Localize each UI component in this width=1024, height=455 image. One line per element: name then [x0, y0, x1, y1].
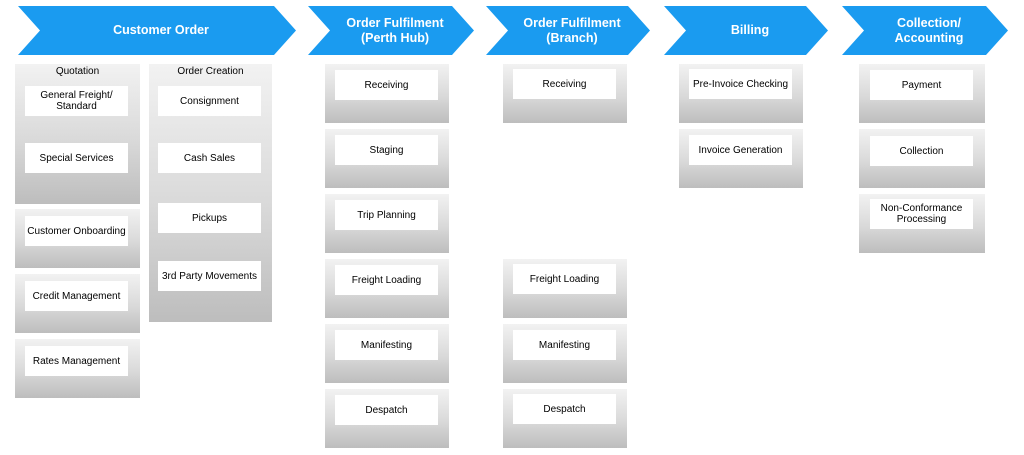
billing-panel: Pre-Invoice Checking: [679, 64, 803, 123]
stage-branch: Order Fulfilment (Branch): [486, 6, 650, 55]
perth-hub-panel: Receiving: [325, 64, 449, 123]
process-box: Freight Loading: [513, 264, 616, 294]
process-box: Freight Loading: [335, 265, 438, 295]
branch-panel: Freight Loading: [503, 259, 627, 318]
collection-panel: Non-Conformance Processing: [859, 194, 985, 253]
stage-customer-order-label: Customer Order: [113, 23, 209, 38]
process-box: Special Services: [25, 143, 128, 173]
billing-panel: Invoice Generation: [679, 129, 803, 188]
collection-panel: Collection: [859, 129, 985, 188]
perth-hub-panel: Freight Loading: [325, 259, 449, 318]
process-box: Consignment: [158, 86, 261, 116]
order-creation-panel: Order Creation Consignment Cash Sales Pi…: [149, 64, 272, 322]
process-box: Invoice Generation: [689, 135, 792, 165]
customer-onboarding-panel: Customer Onboarding: [15, 209, 140, 268]
process-box: Cash Sales: [158, 143, 261, 173]
stage-collection: Collection/ Accounting: [842, 6, 1008, 55]
perth-hub-panel: Trip Planning: [325, 194, 449, 253]
process-box: Payment: [870, 70, 973, 100]
process-box: General Freight/ Standard: [25, 86, 128, 116]
credit-management-panel: Credit Management: [15, 274, 140, 333]
stage-customer-order: Customer Order: [18, 6, 296, 55]
perth-hub-panel: Staging: [325, 129, 449, 188]
branch-panel: Despatch: [503, 389, 627, 448]
branch-panel: Receiving: [503, 64, 627, 123]
process-box: Collection: [870, 136, 973, 166]
collection-panel: Payment: [859, 64, 985, 123]
stage-billing: Billing: [664, 6, 828, 55]
order-creation-title: Order Creation: [177, 66, 244, 77]
process-box: 3rd Party Movements: [158, 261, 261, 291]
process-box: Despatch: [513, 394, 616, 424]
perth-hub-panel: Despatch: [325, 389, 449, 448]
rates-management-panel: Rates Management: [15, 339, 140, 398]
process-box: Receiving: [335, 70, 438, 100]
quotation-panel: Quotation General Freight/ Standard Spec…: [15, 64, 140, 204]
process-box: Pickups: [158, 203, 261, 233]
quotation-title: Quotation: [55, 66, 100, 77]
process-box: Credit Management: [25, 281, 128, 311]
branch-panel: Manifesting: [503, 324, 627, 383]
stage-branch-label: Order Fulfilment (Branch): [523, 16, 621, 45]
stage-perth-hub: Order Fulfilment (Perth Hub): [308, 6, 474, 55]
process-box: Despatch: [335, 395, 438, 425]
process-box: Customer Onboarding: [25, 216, 128, 246]
process-box: Manifesting: [513, 330, 616, 360]
process-box: Rates Management: [25, 346, 128, 376]
stage-collection-label: Collection/ Accounting: [894, 16, 964, 45]
perth-hub-panel: Manifesting: [325, 324, 449, 383]
process-box: Staging: [335, 135, 438, 165]
stage-billing-label: Billing: [730, 23, 770, 38]
process-box: Manifesting: [335, 330, 438, 360]
stage-perth-hub-label: Order Fulfilment (Perth Hub): [346, 16, 444, 45]
process-box: Pre-Invoice Checking: [689, 69, 792, 99]
process-box: Trip Planning: [335, 200, 438, 230]
process-box: Receiving: [513, 69, 616, 99]
process-box: Non-Conformance Processing: [870, 199, 973, 229]
